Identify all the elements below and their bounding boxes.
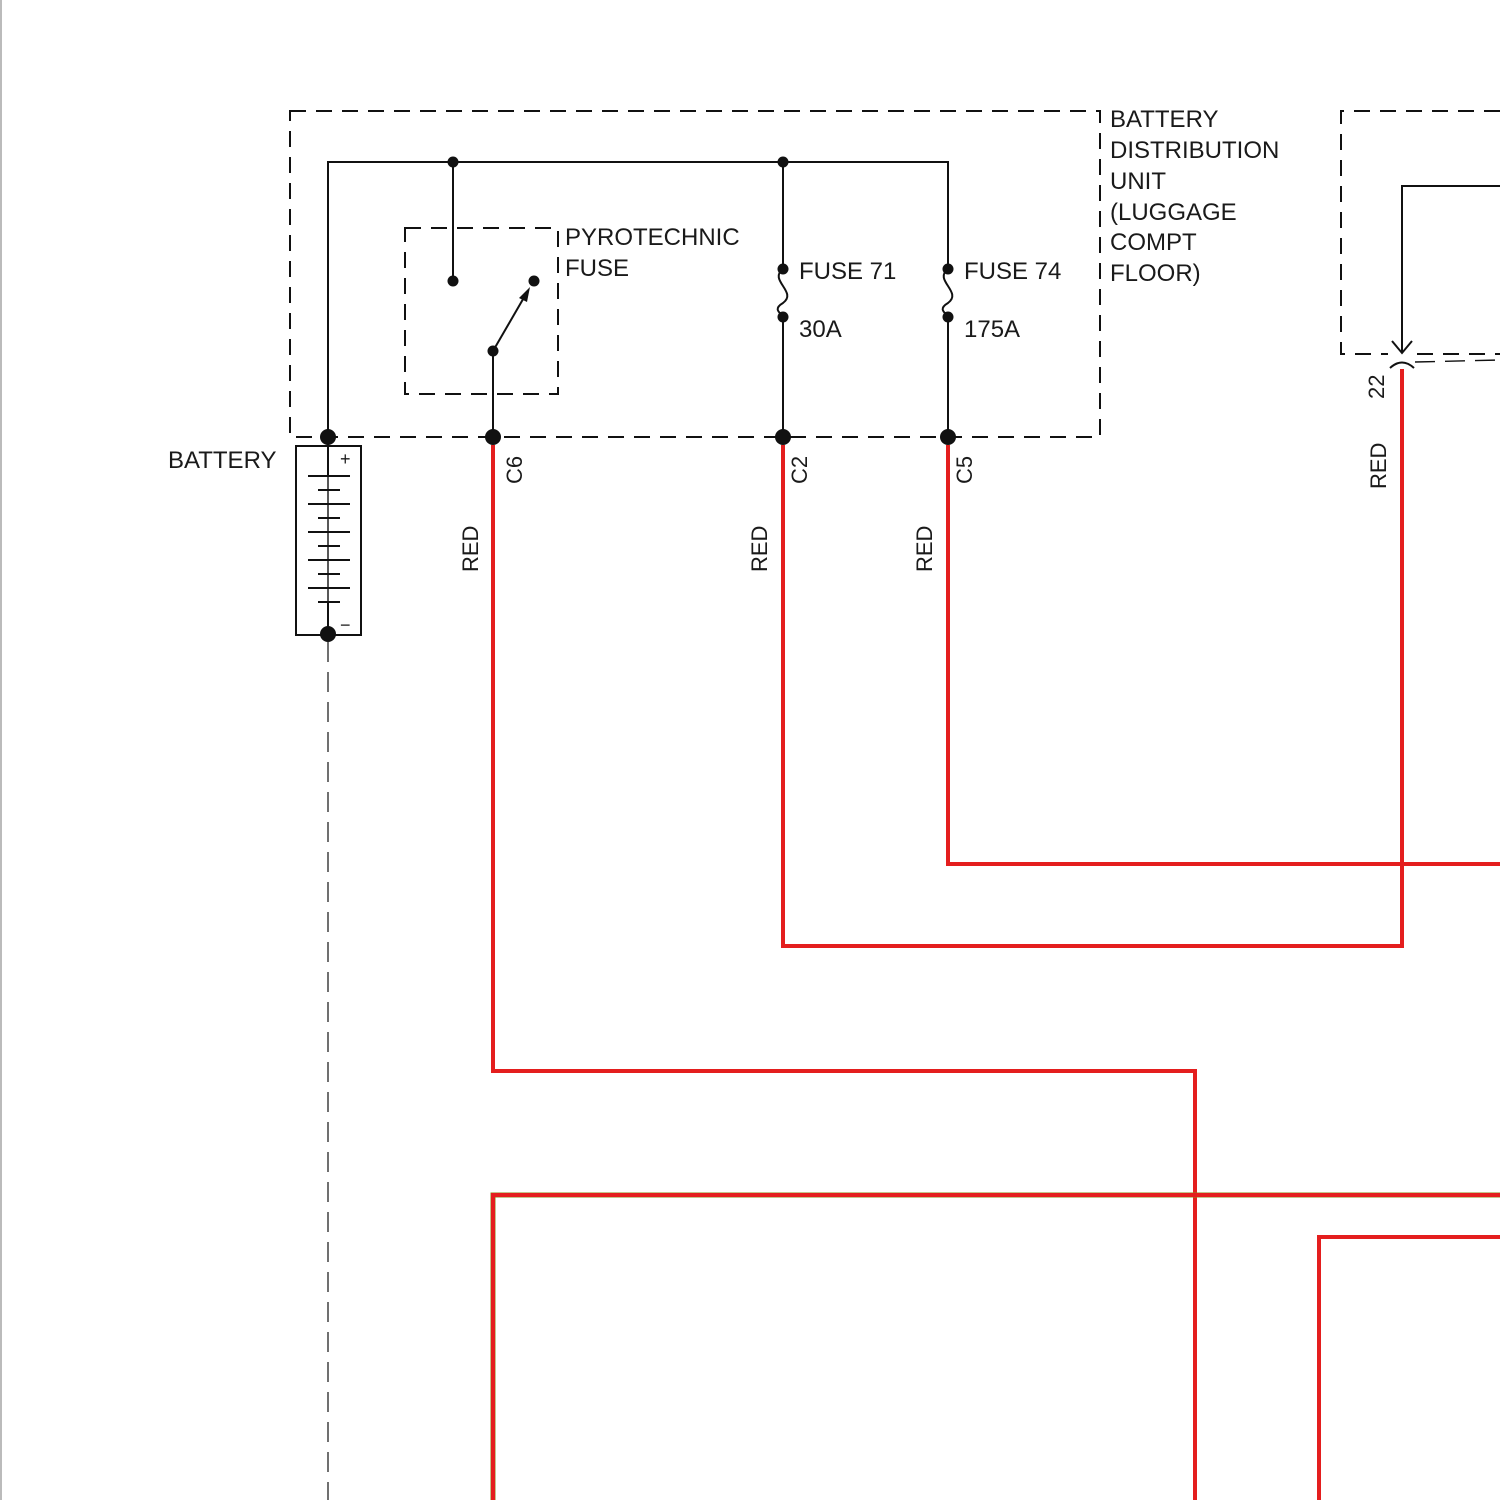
unit-label-line: UNIT	[1110, 168, 1166, 195]
wire-c2-red	[783, 369, 1402, 946]
connector-c5-pin	[940, 429, 956, 445]
wire-lower-right-red	[1319, 1237, 1500, 1500]
wire-c2-color-label: RED	[747, 526, 772, 572]
battery-minus-sign: −	[340, 615, 351, 635]
wire-c5-red	[948, 445, 1500, 864]
pyro-contact-fixed	[448, 276, 459, 287]
battery-plus-sign: +	[340, 449, 351, 469]
unit-label-line: BATTERY	[1110, 106, 1218, 133]
internal-bus	[328, 162, 948, 437]
pyro-fuse-label: PYROTECHNIC FUSE	[565, 224, 746, 282]
pyro-fuse-box	[405, 228, 558, 394]
wire-c6-color-label: RED	[458, 526, 483, 572]
wire-pin22-color-label: RED	[1366, 443, 1391, 489]
pyro-contact-open	[529, 276, 540, 287]
connector-c2-label: C2	[787, 456, 812, 484]
unit-label-line: (LUGGAGE	[1110, 199, 1237, 226]
fuse71-terminal-dot	[778, 264, 789, 275]
battery-negative-terminal	[320, 626, 336, 642]
fuse74-rating: 175A	[964, 316, 1020, 343]
connector-c6-label: C6	[502, 456, 527, 484]
fuse74-label: FUSE 74	[964, 258, 1061, 285]
connector-c5-label: C5	[952, 456, 977, 484]
wire-lower-outline	[493, 1195, 1500, 1500]
right-component-box	[1341, 111, 1500, 354]
wire-c5-color-label: RED	[912, 526, 937, 572]
battery-label: BATTERY	[168, 447, 276, 474]
pyro-label-line: PYROTECHNIC	[565, 224, 740, 251]
fuse74-terminal-dot	[943, 312, 954, 323]
connector-c6-pin	[485, 429, 501, 445]
fuse71-rating: 30A	[799, 316, 842, 343]
pyro-arrow-icon	[519, 287, 530, 302]
connector-socket-icon	[1390, 363, 1414, 369]
connector-pin-22-label: 22	[1364, 375, 1389, 399]
bus-junction-dot	[448, 157, 459, 168]
fuse74-terminal-dot	[943, 264, 954, 275]
right-component-internal-wire	[1402, 186, 1500, 352]
distribution-unit-label: BATTERY DISTRIBUTION UNIT (LUGGAGE COMPT…	[1110, 106, 1286, 287]
unit-label-line: COMPT	[1110, 229, 1197, 256]
bus-junction-dot	[778, 157, 789, 168]
wire-c6-red	[493, 445, 1195, 1500]
fuse71-terminal-dot	[778, 312, 789, 323]
connector-c2-pin	[775, 429, 791, 445]
battery-cells-icon	[308, 476, 350, 602]
unit-label-line: FLOOR)	[1110, 260, 1201, 287]
fuse71-label: FUSE 71	[799, 258, 896, 285]
pyro-label-line: FUSE	[565, 255, 629, 282]
unit-label-line: DISTRIBUTION	[1110, 137, 1279, 164]
right-component-divider	[1415, 360, 1500, 362]
pyro-switch-arm	[493, 294, 526, 351]
wire-lower-red	[493, 1195, 1500, 1500]
